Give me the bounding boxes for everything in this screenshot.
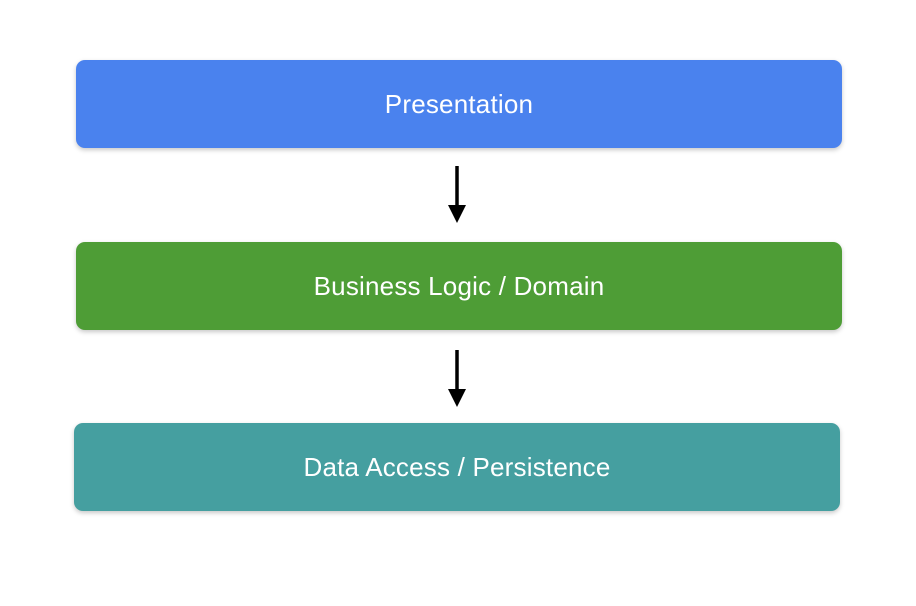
layer-label-business-logic: Business Logic / Domain (313, 270, 605, 301)
layer-box-presentation: Presentation (76, 60, 842, 148)
layer-label-data-access: Data Access / Persistence (303, 451, 611, 482)
down-arrow-icon (448, 166, 466, 223)
down-arrow-icon (448, 350, 466, 407)
layer-box-business-logic: Business Logic / Domain (76, 242, 842, 330)
layer-label-presentation: Presentation (384, 88, 534, 119)
layer-box-data-access: Data Access / Persistence (74, 423, 840, 511)
